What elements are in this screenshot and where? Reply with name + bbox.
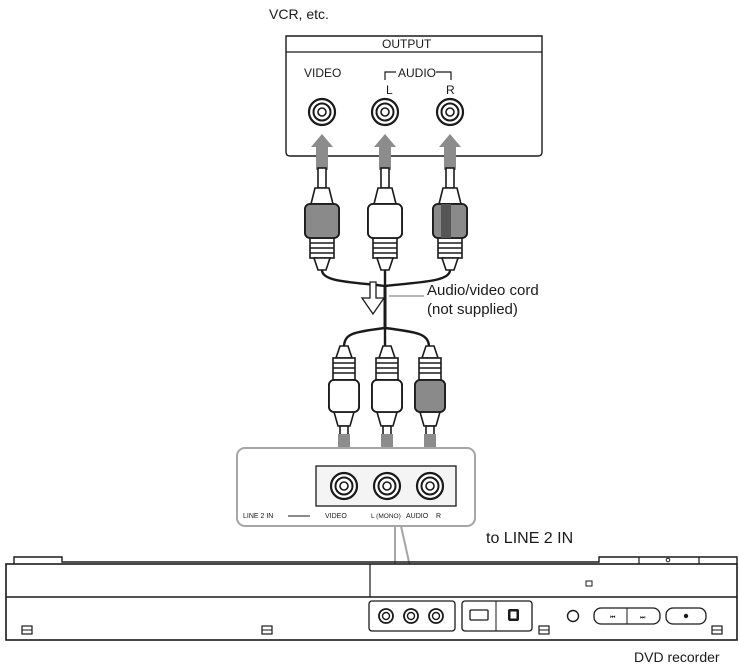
bottom-plug-video-body [328,379,360,413]
dvd-recorder-front: ⏮ ⏭ [5,556,738,641]
recorder-left-label: L (MONO) [371,513,401,520]
line2-in-callout: to LINE 2 IN [486,530,573,547]
vcr-left-label: L [386,83,393,97]
recorder-video-jack [329,471,359,501]
bottom-plug-left-body [371,379,403,413]
output-panel-title: OUTPUT [382,37,432,51]
vcr-output-panel: OUTPUT VIDEO AUDIO L R [285,35,543,157]
cord-label-line2: (not supplied) [427,301,518,318]
recorder-right-label: R [436,513,441,520]
top-plug-video-body [304,203,340,239]
bottom-plug-right-body [414,379,446,413]
vcr-video-jack [307,97,337,127]
recorder-video-label: VIDEO [325,513,347,520]
cord-label-line1: Audio/video cord [427,282,539,299]
recorder-caption: DVD recorder [634,649,720,665]
line2-in-label: LINE 2 IN [243,513,273,520]
vcr-video-label: VIDEO [304,66,341,80]
source-device-caption: VCR, etc. [269,6,329,22]
signal-direction-arrow [360,281,386,316]
vcr-right-label: R [446,83,455,97]
line2-in-panel: LINE 2 IN VIDEO L (MONO) AUDIO R [236,447,476,527]
svg-text:⏭: ⏭ [640,614,646,621]
recorder-audio-label: AUDIO [406,513,429,520]
recorder-audio-right-jack [415,471,445,501]
top-plug-left-body [367,203,403,239]
vcr-audio-label: AUDIO [398,66,436,80]
svg-text:⏮: ⏮ [610,614,616,621]
vcr-audio-right-jack [435,97,465,127]
vcr-audio-left-jack [370,97,400,127]
cord-bottom-wires [342,326,431,347]
top-plug-right-shade [441,204,451,238]
recorder-audio-left-jack [372,471,402,501]
